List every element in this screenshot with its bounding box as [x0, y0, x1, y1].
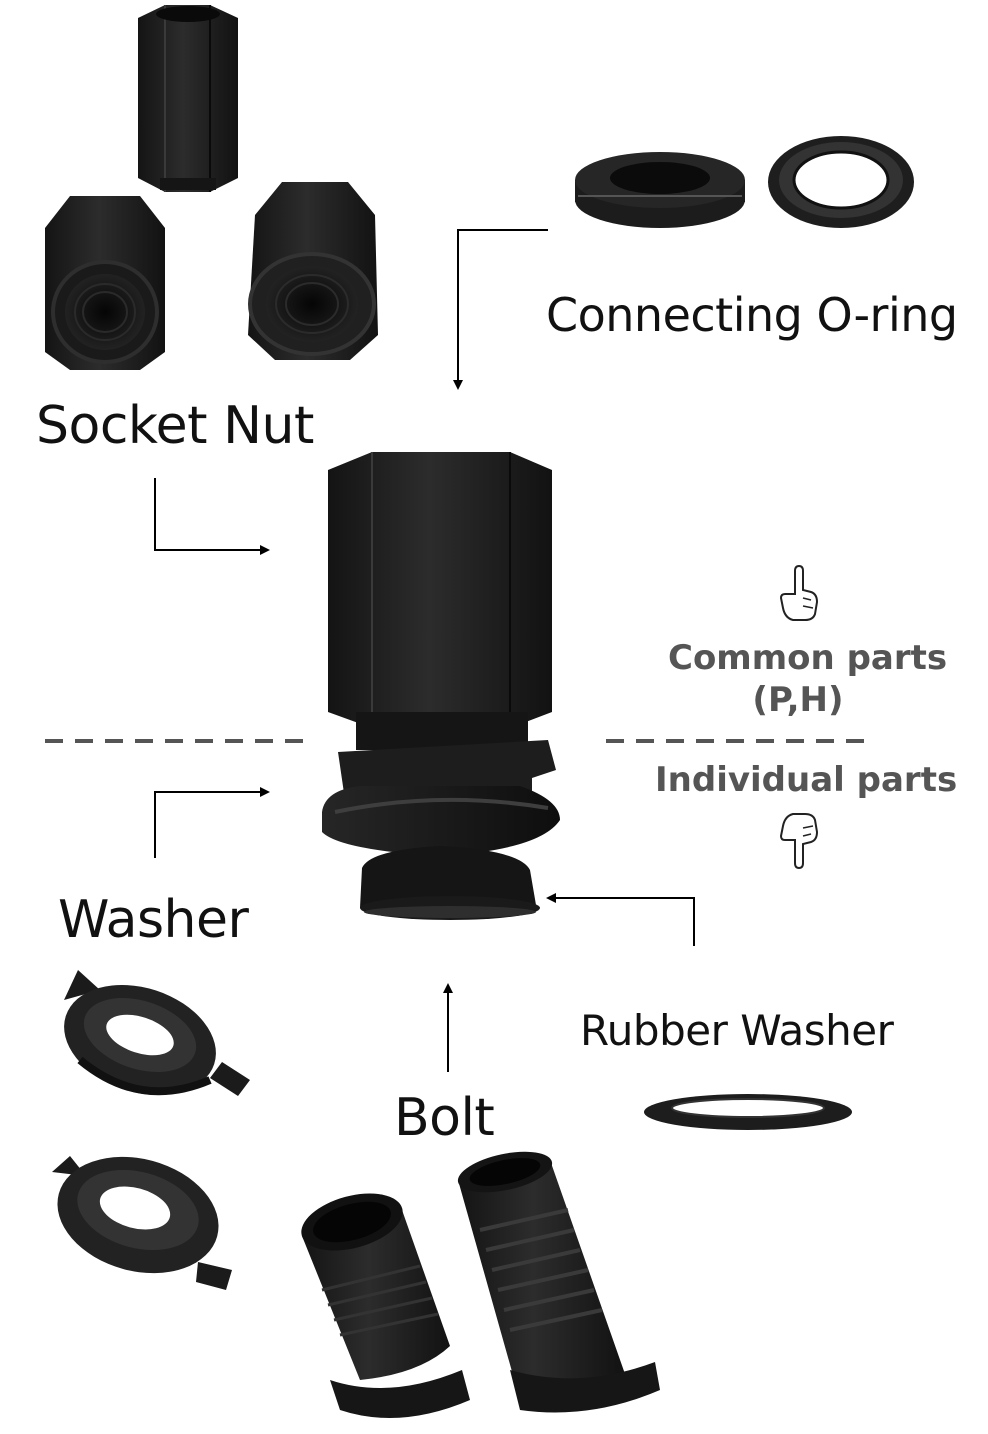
- socket-nut-label: Socket Nut: [36, 396, 314, 456]
- socket-nut-upright: [138, 5, 238, 192]
- individual-parts-label: Individual parts: [655, 760, 958, 800]
- o-ring-arrow: [453, 229, 548, 390]
- washer-bottom: [52, 1156, 232, 1290]
- washer-top: [64, 970, 250, 1096]
- washer-arrow: [154, 787, 270, 858]
- bolt-right: [457, 1151, 660, 1413]
- socket-nut-arrow: [154, 478, 270, 555]
- o-ring-side-view: [575, 152, 745, 228]
- assembled-fitting: [322, 452, 560, 920]
- bolt-left: [301, 1193, 470, 1418]
- socket-nut-angled-view: [248, 182, 378, 360]
- rubber-washer-label: Rubber Washer: [580, 1006, 894, 1055]
- o-ring-top-view: [768, 136, 914, 228]
- washer-label: Washer: [58, 890, 249, 950]
- rubber-washer-part: [644, 1094, 852, 1130]
- bolt-label: Bolt: [394, 1088, 495, 1148]
- rubber-washer-arrow: [546, 893, 695, 946]
- socket-nut-front-view: [45, 196, 165, 370]
- hand-pointing-down-icon: [779, 813, 819, 870]
- hand-pointing-up-icon: [779, 564, 819, 621]
- common-parts-label: Common parts: [668, 638, 948, 678]
- connecting-o-ring-label: Connecting O-ring: [546, 288, 958, 342]
- common-parts-types-label: (P,H): [752, 680, 844, 720]
